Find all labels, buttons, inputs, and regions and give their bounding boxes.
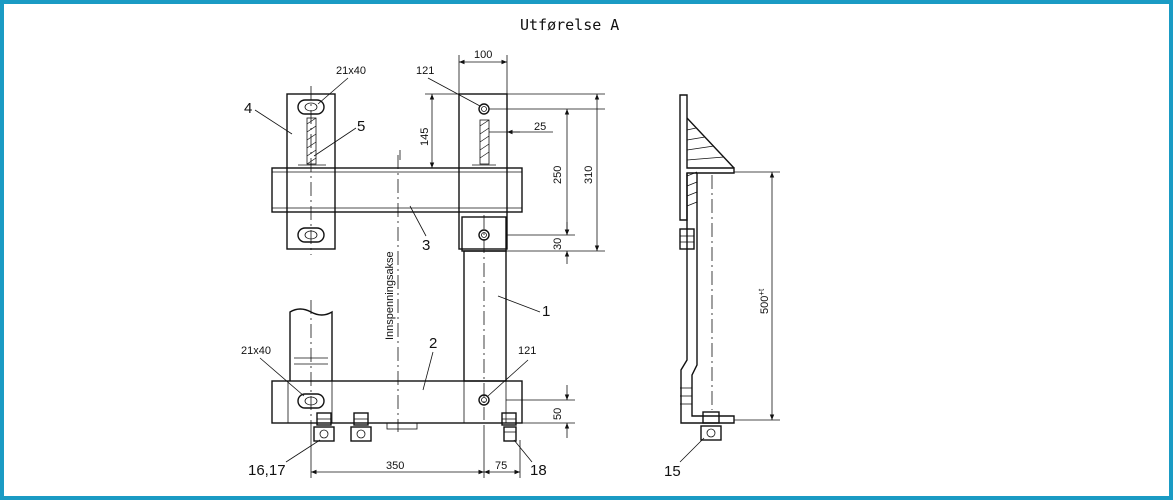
lower-beam bbox=[271, 380, 523, 430]
callout-16-17: 16,17 bbox=[248, 462, 286, 479]
callout-5: 5 bbox=[357, 118, 365, 135]
hole-bottom-label: 121 bbox=[518, 345, 536, 357]
side-view: 500+t 15 bbox=[664, 94, 780, 480]
dim-50: 50 bbox=[506, 385, 575, 438]
slot-bottom-label: 21x40 bbox=[241, 345, 271, 357]
dim-250-label: 250 bbox=[552, 166, 564, 184]
right-post bbox=[461, 215, 507, 420]
bolt-17 bbox=[350, 412, 372, 442]
dim-25-label: 25 bbox=[534, 121, 546, 133]
dim-250-310: 250 310 30 bbox=[489, 93, 605, 264]
callout-3: 3 bbox=[422, 237, 430, 254]
callout-15: 15 bbox=[664, 463, 681, 480]
dim-350-75: 350 75 bbox=[310, 425, 521, 478]
dim-100: 100 bbox=[458, 49, 508, 94]
bolts bbox=[313, 412, 517, 442]
bolt-18 bbox=[501, 412, 517, 442]
dim-500-label: 500+t bbox=[757, 288, 771, 314]
clamping-axis-label: Innspenningsakse bbox=[384, 251, 396, 340]
callout-1: 1 bbox=[542, 303, 550, 320]
dim-50-label: 50 bbox=[552, 408, 564, 420]
dim-350-label: 350 bbox=[386, 460, 404, 472]
dim-145: 145 bbox=[419, 93, 459, 169]
dim-145-label: 145 bbox=[419, 128, 431, 146]
left-top-plate bbox=[286, 86, 336, 255]
bolt-16 bbox=[313, 412, 335, 442]
callout-2: 2 bbox=[429, 335, 437, 352]
dim-30-label: 30 bbox=[552, 238, 564, 250]
dim-75-label: 75 bbox=[495, 460, 507, 472]
left-bottom-stub bbox=[289, 300, 333, 425]
slot-top-label: 21x40 bbox=[336, 65, 366, 77]
upper-beam bbox=[271, 167, 523, 213]
dim-25: 25 bbox=[489, 120, 553, 140]
dim-100-label: 100 bbox=[474, 49, 492, 61]
hole-top-label: 121 bbox=[416, 65, 434, 77]
dim-310-label: 310 bbox=[583, 166, 595, 184]
right-top-plate bbox=[458, 93, 508, 250]
callout-18: 18 bbox=[530, 462, 547, 479]
front-view: Innspenningsakse 100 145 25 bbox=[241, 49, 605, 479]
callout-4: 4 bbox=[244, 100, 252, 117]
drawing-title: Utførelse A bbox=[520, 16, 619, 34]
